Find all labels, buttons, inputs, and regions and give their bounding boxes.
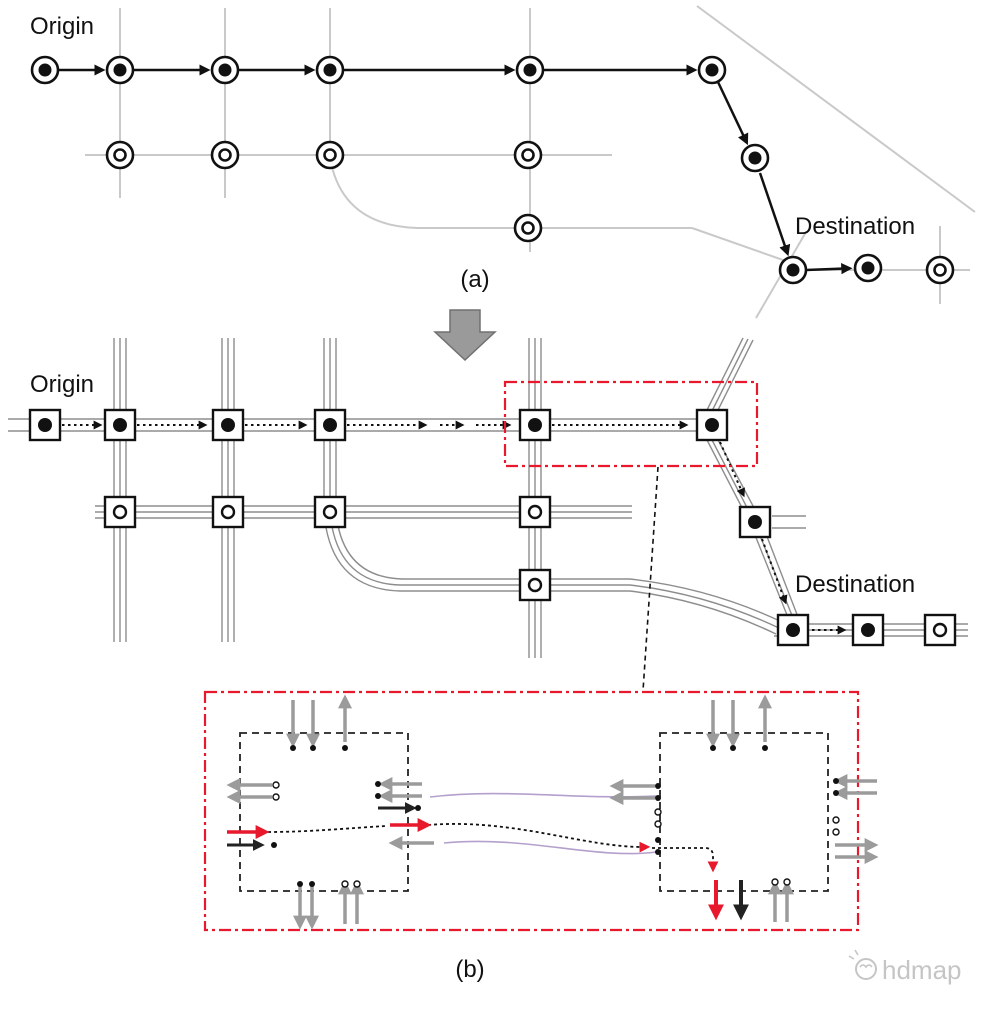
route-squares-b	[28, 408, 957, 647]
left-intersection-box	[239, 732, 409, 892]
lane-endpoint-dots-left	[271, 745, 421, 888]
chosen-lane-path	[267, 823, 719, 873]
road-node	[105, 140, 135, 170]
lane-route-node	[695, 408, 729, 442]
route-nodes-a	[30, 55, 883, 285]
route-node	[210, 55, 240, 85]
route-node	[105, 55, 135, 85]
route-node	[515, 55, 545, 85]
watermark: hdmap	[848, 949, 962, 985]
panel-b-lane-level: Origin Destination	[8, 337, 968, 692]
red-lane-arrows-left	[227, 818, 432, 839]
panel-a-road-level: Origin Destination (a)	[30, 5, 976, 319]
lane-route-node	[776, 613, 810, 647]
road-node	[513, 213, 543, 243]
lane-route-node	[211, 408, 245, 442]
lane-route-node	[738, 505, 772, 539]
lane-route-node	[103, 408, 137, 442]
route-node	[853, 253, 883, 283]
hdmap-logo-icon	[848, 949, 877, 980]
route-node	[697, 55, 727, 85]
lane-node	[518, 495, 552, 529]
origin-label-b: Origin	[30, 371, 94, 398]
lane-node	[923, 613, 957, 647]
caption-a: (a)	[460, 266, 489, 293]
origin-label-a: Origin	[30, 13, 94, 40]
off-route-nodes-a	[105, 140, 955, 285]
route-dotted-b	[62, 420, 847, 635]
lane-node	[103, 495, 137, 529]
zoom-region-highlight	[503, 380, 759, 468]
caption-b: (b)	[455, 956, 484, 983]
inset-lane-detail	[203, 690, 879, 932]
lane-route-node	[851, 613, 885, 647]
lane-node	[518, 568, 552, 602]
gray-lane-arrows-left	[226, 694, 434, 930]
route-node	[778, 255, 808, 285]
lane-route-node	[313, 408, 347, 442]
route-node	[30, 55, 60, 85]
inset-callout-line	[642, 466, 659, 692]
route-node	[315, 55, 345, 85]
destination-label-a: Destination	[795, 213, 915, 240]
background-roads-b	[8, 337, 968, 658]
down-arrow-icon	[433, 309, 497, 362]
lane-connectors	[429, 792, 657, 855]
black-lane-arrows-left	[227, 802, 417, 851]
background-roads-a	[85, 5, 976, 319]
route-node	[740, 143, 770, 173]
road-node	[513, 140, 543, 170]
road-node	[315, 140, 345, 170]
lane-endpoint-dots-right	[654, 745, 840, 886]
road-node	[210, 140, 240, 170]
route-edges-a	[58, 64, 853, 275]
lane-node	[313, 495, 347, 529]
right-intersection-box	[659, 732, 829, 892]
lane-route-node	[28, 408, 62, 442]
inset-border	[203, 690, 860, 932]
destination-label-b: Destination	[795, 571, 915, 598]
road-node	[925, 255, 955, 285]
gray-lane-arrows-right	[609, 694, 879, 922]
watermark-text: hdmap	[882, 955, 962, 985]
lane-route-node	[518, 408, 552, 442]
lane-node	[211, 495, 245, 529]
